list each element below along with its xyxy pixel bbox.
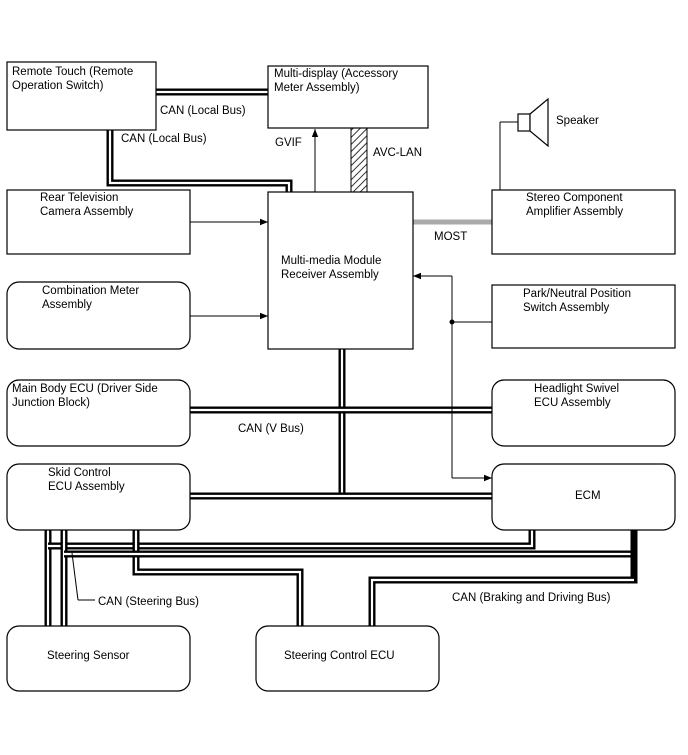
multimedia-module-label-1: Multi-media Module: [281, 255, 381, 267]
can-steering-bus-label: CAN (Steering Bus): [98, 596, 199, 608]
steering-control-label: Steering Control ECU: [284, 650, 395, 662]
signal-lines: [71, 121, 518, 601]
svg-text:Meter Assembly): Meter Assembly): [274, 82, 360, 94]
multi-display-box: Multi-display (Accessory Meter Assembly): [267, 65, 429, 129]
multi-display-label-2: Meter Assembly): [274, 82, 360, 94]
svg-text:Skid Control: Skid Control: [48, 467, 111, 479]
rear-camera-label-1: Rear Television: [40, 192, 118, 204]
rear-camera-label-2: Camera Assembly: [40, 206, 134, 218]
svg-text:Multi-media Module: Multi-media Module: [281, 255, 381, 267]
can-local-label-1: CAN (Local Bus): [160, 105, 246, 117]
svg-text:Operation Switch): Operation Switch): [12, 80, 104, 92]
steering-control-box: Steering Control ECU: [255, 625, 440, 692]
svg-text:Junction Block): Junction Block): [12, 397, 90, 409]
rear-camera-box: Rear Television Camera Assembly: [6, 189, 191, 255]
svg-text:Main Body ECU (Driver Side: Main Body ECU (Driver Side: [12, 383, 158, 395]
main-body-ecu-label-2: Junction Block): [12, 397, 90, 409]
svg-text:Amplifier Assembly: Amplifier Assembly: [526, 206, 623, 218]
svg-text:Combination Meter: Combination Meter: [42, 285, 139, 297]
speaker-label: Speaker: [556, 115, 599, 127]
svg-text:ECM: ECM: [575, 490, 601, 502]
svg-text:Steering Control ECU: Steering Control ECU: [284, 650, 395, 662]
svg-text:Headlight Swivel: Headlight Swivel: [534, 383, 619, 395]
stereo-amp-label-2: Amplifier Assembly: [526, 206, 623, 218]
park-neutral-box: Park/Neutral Position Switch Assembly: [491, 284, 676, 349]
svg-text:Remote Touch (Remote: Remote Touch (Remote: [12, 66, 133, 78]
main-body-ecu-label-1: Main Body ECU (Driver Side: [12, 383, 158, 395]
bus-wires: [44, 88, 638, 626]
multimedia-module-label-2: Receiver Assembly: [281, 269, 379, 281]
steering-sensor-box: Steering Sensor: [6, 625, 191, 692]
most-label: MOST: [434, 231, 467, 243]
remote-touch-label-1: Remote Touch (Remote: [12, 66, 133, 78]
svg-text:Assembly: Assembly: [42, 299, 92, 311]
combination-meter-label-1: Combination Meter: [42, 285, 139, 297]
stereo-amp-box: Stereo Component Amplifier Assembly: [491, 189, 676, 255]
main-body-ecu-box: Main Body ECU (Driver Side Junction Bloc…: [6, 379, 191, 447]
svg-text:Steering Sensor: Steering Sensor: [47, 650, 130, 662]
park-neutral-label-2: Switch Assembly: [523, 302, 610, 314]
headlight-swivel-box: Headlight Swivel ECU Assembly: [491, 379, 676, 447]
ecm-box: ECM: [491, 463, 676, 531]
remote-touch-label-2: Operation Switch): [12, 80, 104, 92]
svg-text:Park/Neutral Position: Park/Neutral Position: [523, 288, 631, 300]
skid-control-label-1: Skid Control: [48, 467, 111, 479]
can-v-bus-label: CAN (V Bus): [238, 423, 304, 435]
svg-text:Stereo Component: Stereo Component: [526, 192, 623, 204]
headlight-swivel-label-2: ECU Assembly: [534, 397, 611, 409]
remote-touch-box: Remote Touch (Remote Operation Switch): [6, 61, 157, 131]
stereo-amp-label-1: Stereo Component: [526, 192, 623, 204]
combination-meter-box: Combination Meter Assembly: [6, 281, 191, 350]
combination-meter-label-2: Assembly: [42, 299, 92, 311]
skid-control-box: Skid Control ECU Assembly: [6, 463, 191, 531]
svg-text:Rear Television: Rear Television: [40, 192, 118, 204]
svg-text:ECU Assembly: ECU Assembly: [48, 481, 125, 493]
svg-text:Switch Assembly: Switch Assembly: [523, 302, 610, 314]
ecm-label: ECM: [575, 490, 601, 502]
multimedia-module-box: Multi-media Module Receiver Assembly: [267, 191, 414, 350]
avc-lan-line: [350, 127, 368, 193]
svg-text:ECU Assembly: ECU Assembly: [534, 397, 611, 409]
gvif-label: GVIF: [275, 137, 302, 149]
bus-labels: CAN (Local Bus) CAN (Local Bus) GVIF AVC…: [98, 105, 611, 608]
svg-text:Receiver Assembly: Receiver Assembly: [281, 269, 379, 281]
svg-text:Multi-display (Accessory: Multi-display (Accessory: [274, 68, 398, 80]
avc-lan-label: AVC-LAN: [373, 147, 422, 159]
can-braking-bus-label: CAN (Braking and Driving Bus): [452, 592, 611, 604]
multi-display-label-1: Multi-display (Accessory: [274, 68, 398, 80]
skid-control-label-2: ECU Assembly: [48, 481, 125, 493]
speaker-icon: [517, 97, 549, 148]
park-neutral-label-1: Park/Neutral Position: [523, 288, 631, 300]
can-local-label-2: CAN (Local Bus): [121, 133, 207, 145]
svg-text:Camera Assembly: Camera Assembly: [40, 206, 134, 218]
headlight-swivel-label-1: Headlight Swivel: [534, 383, 619, 395]
steering-sensor-label: Steering Sensor: [47, 650, 130, 662]
